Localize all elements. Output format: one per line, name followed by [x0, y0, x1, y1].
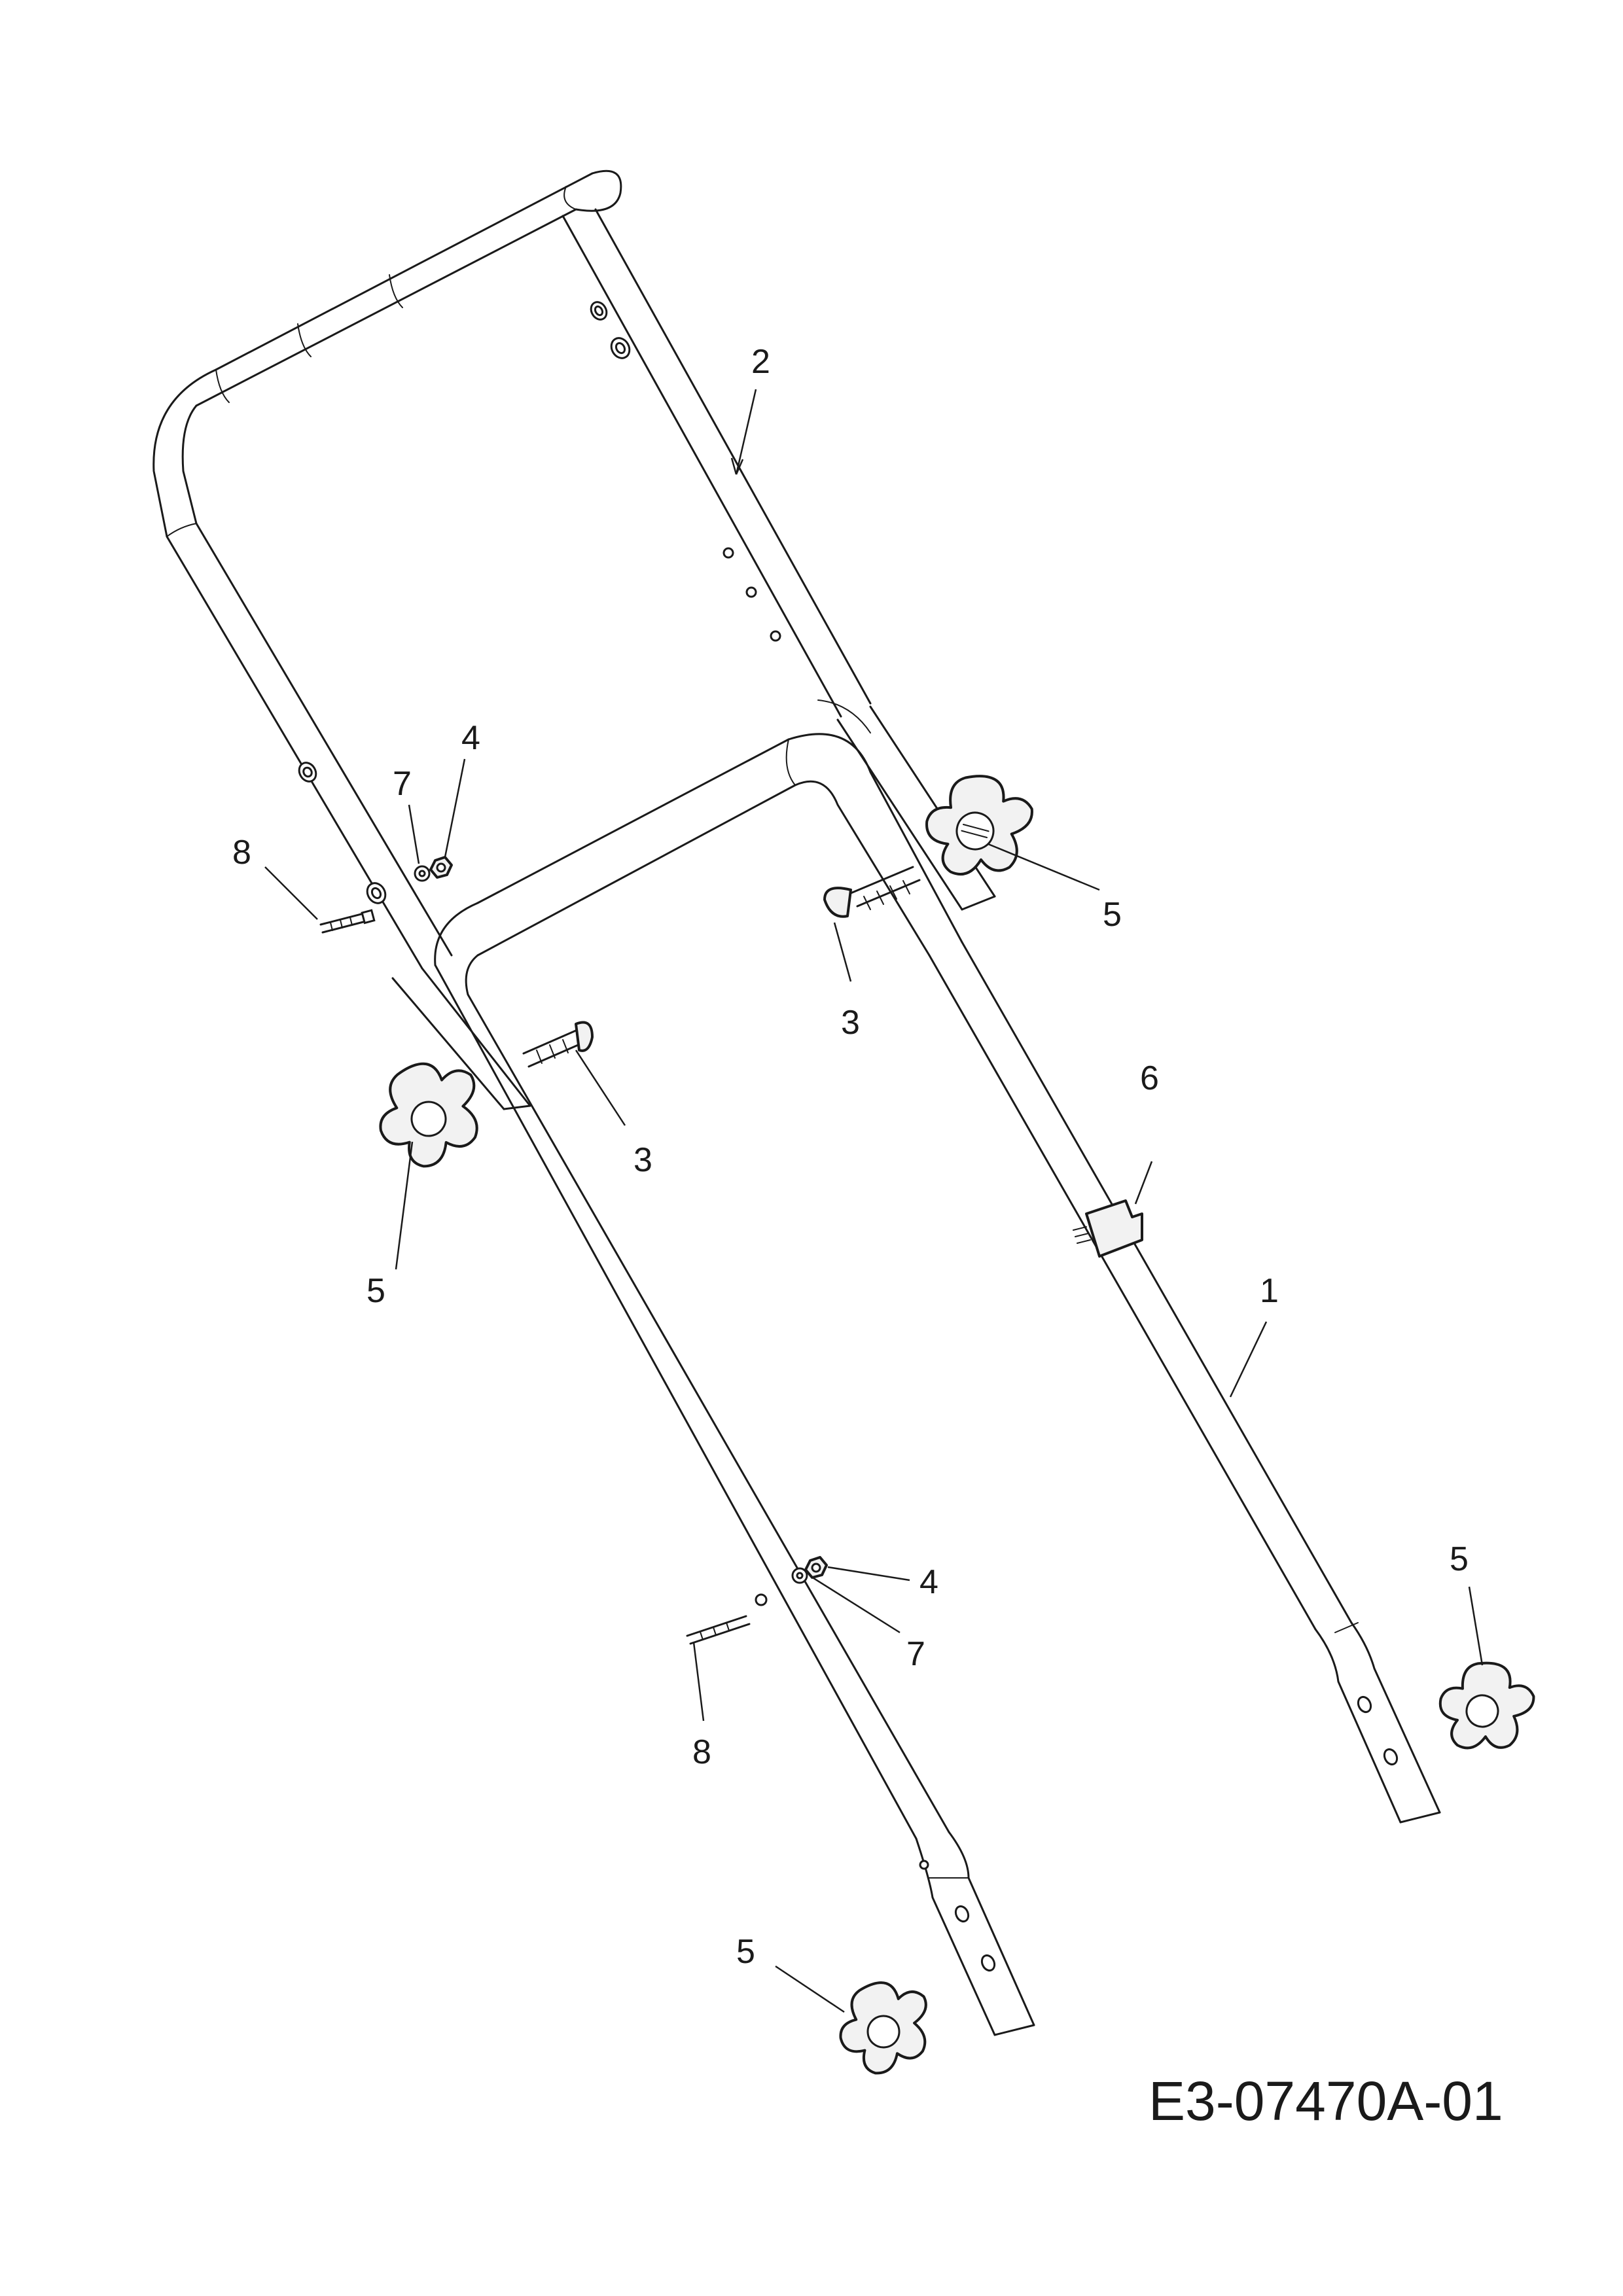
- callout-5: 5: [736, 1933, 755, 1971]
- star-knob-icon: [839, 1981, 927, 2075]
- callout-8: 8: [232, 834, 251, 872]
- callout-5: 5: [1103, 896, 1122, 934]
- leader-lines: [264, 389, 1484, 2013]
- callout-labels: 1 2 3 3 4 4 5 5 5 5 6 7 7 8 8: [232, 343, 1469, 1971]
- drawing-code: E3-07470A-01: [1149, 2070, 1503, 2132]
- pin-icon: [686, 1615, 751, 1645]
- cable-clip-icon: [1073, 1199, 1143, 1258]
- upper-handle: [152, 169, 872, 970]
- carriage-bolt-icon: [522, 1021, 594, 1068]
- carriage-bolt-icon: [823, 866, 921, 918]
- callout-3: 3: [633, 1141, 652, 1179]
- callout-7: 7: [393, 765, 412, 803]
- callout-4: 4: [919, 1563, 938, 1601]
- callout-6: 6: [1140, 1059, 1159, 1097]
- callout-8: 8: [692, 1733, 711, 1771]
- callout-1: 1: [1260, 1272, 1279, 1310]
- washer-icon: [414, 865, 431, 882]
- star-knob-icon: [1438, 1661, 1535, 1750]
- hex-nut-icon: [429, 856, 453, 879]
- callout-5: 5: [1450, 1540, 1469, 1578]
- lower-handle: [391, 705, 1441, 2036]
- hex-nut-icon: [804, 1556, 828, 1579]
- callout-4: 4: [461, 719, 480, 757]
- pin-icon: [319, 909, 376, 934]
- callout-7: 7: [906, 1635, 925, 1673]
- callout-2: 2: [751, 343, 770, 381]
- star-knob-icon: [379, 1062, 478, 1168]
- callout-5: 5: [366, 1272, 385, 1310]
- star-knob-icon: [925, 775, 1033, 875]
- washer-icon: [791, 1567, 808, 1584]
- callout-3: 3: [841, 1004, 860, 1042]
